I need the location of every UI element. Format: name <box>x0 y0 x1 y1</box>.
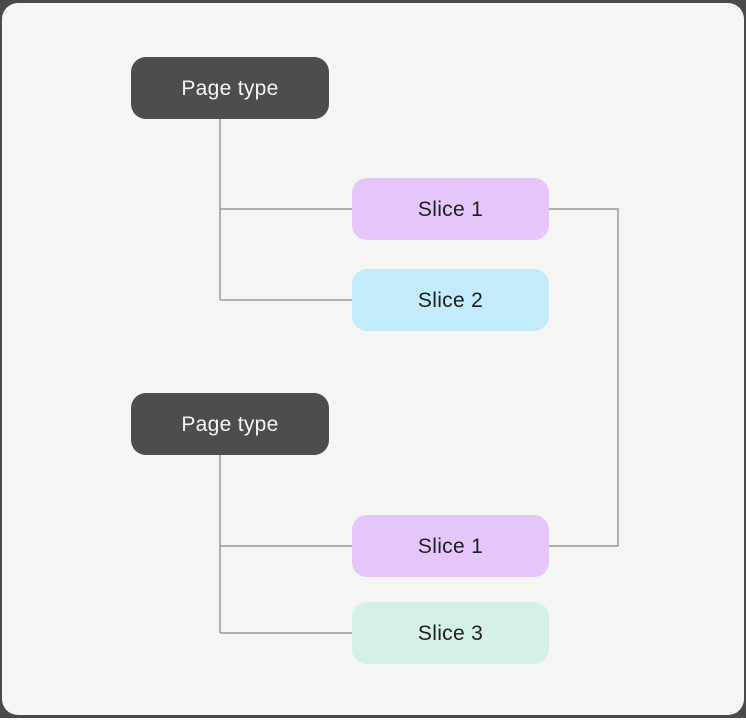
node-page-type-2[interactable]: Page type <box>131 393 329 455</box>
node-label: Slice 2 <box>417 288 484 312</box>
connector-slice1-slice1-link <box>549 208 619 547</box>
node-label: Page type <box>181 412 279 436</box>
node-label: Slice 1 <box>417 534 484 558</box>
node-slice-1-bottom[interactable]: Slice 1 <box>352 515 549 577</box>
node-slice-2[interactable]: Slice 2 <box>352 269 549 331</box>
node-slice-1-top[interactable]: Slice 1 <box>352 178 549 240</box>
node-page-type-1[interactable]: Page type <box>131 57 329 119</box>
node-label: Page type <box>181 76 279 100</box>
node-slice-3[interactable]: Slice 3 <box>352 602 549 664</box>
node-label: Slice 1 <box>417 197 484 221</box>
node-label: Slice 3 <box>417 621 484 645</box>
connector-layer <box>219 119 619 634</box>
